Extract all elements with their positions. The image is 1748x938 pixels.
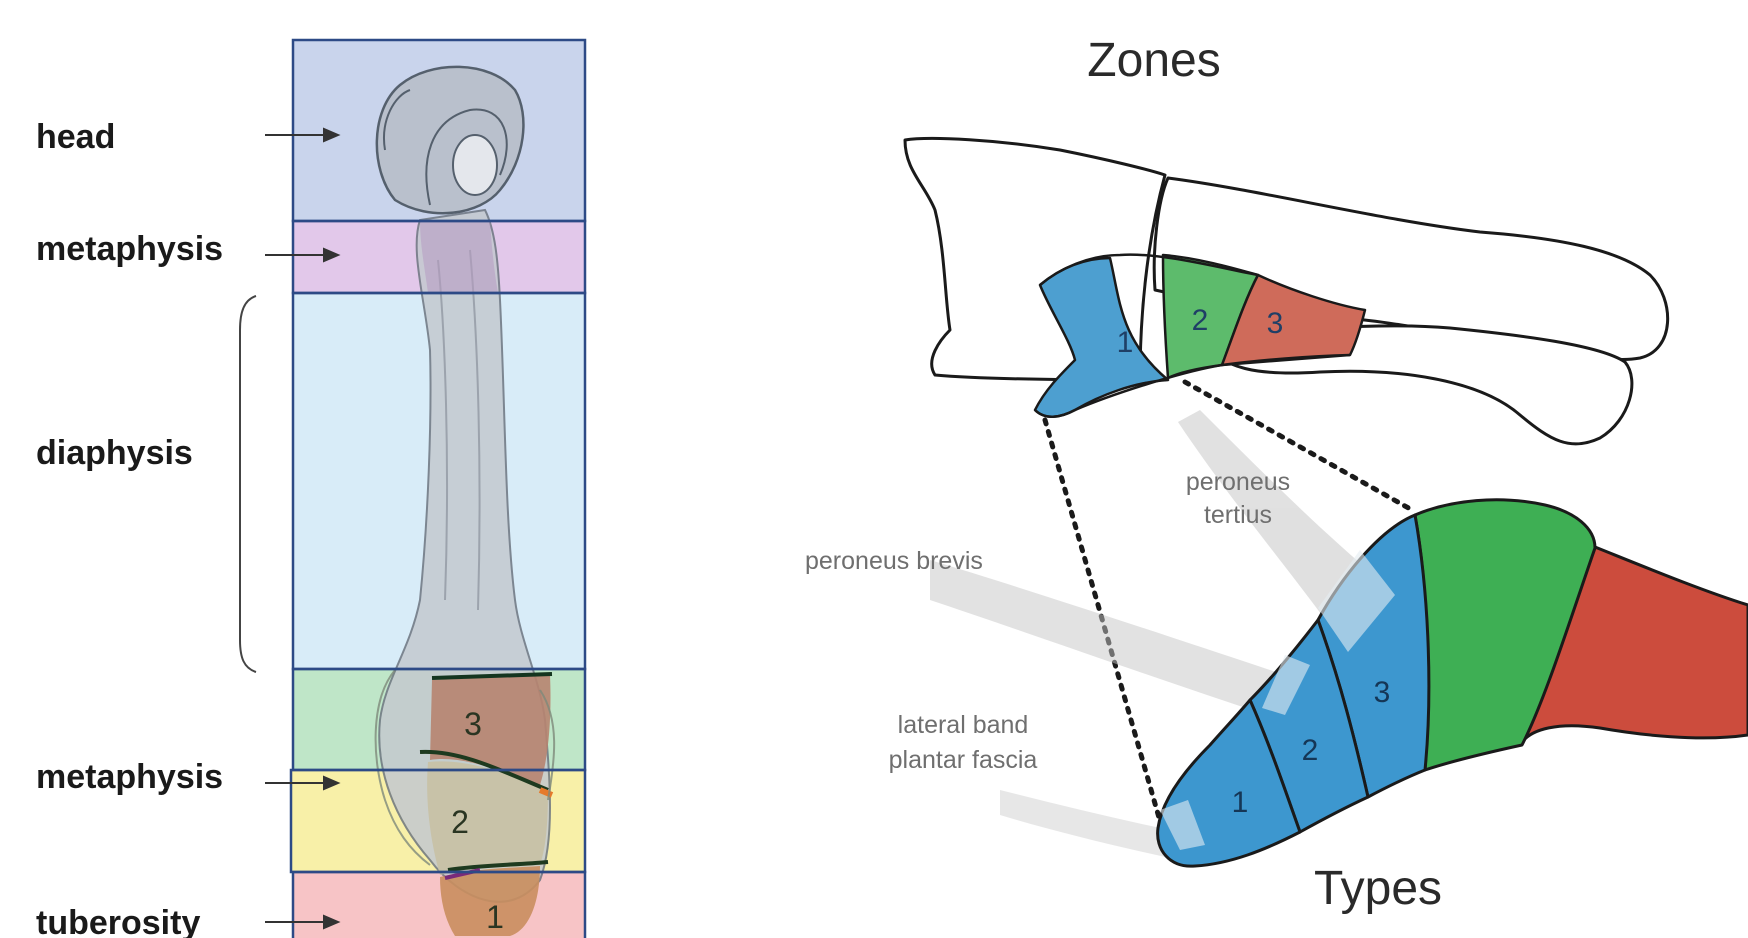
bone-anatomy-panel: 3 2 1 head metaphysis diaphysis metaphys…: [36, 40, 585, 938]
label-peroneus-tertius-line1: peroneus: [1186, 468, 1290, 496]
type-number-2: 2: [1302, 734, 1319, 767]
label-peroneus-brevis: peroneus brevis: [805, 547, 983, 575]
zone-number-3: 3: [1267, 307, 1284, 340]
label-lateral-band-line2: plantar fascia: [889, 746, 1038, 774]
label-metaphysis-proximal: metaphysis: [36, 230, 223, 268]
zone1-region: [293, 872, 585, 938]
type-number-3: 3: [1374, 676, 1391, 709]
types-title: Types: [1314, 862, 1442, 915]
bone-zone-number-3: 3: [464, 706, 482, 742]
zones-title: Zones: [1087, 34, 1220, 87]
label-tuberosity: tuberosity: [36, 904, 200, 938]
bone-zone-number-1: 1: [486, 899, 504, 935]
type-number-1: 1: [1232, 786, 1249, 819]
label-head: head: [36, 118, 115, 156]
zones-types-panel: Zones 1 2 3: [805, 34, 1748, 915]
bone-zone-number-2: 2: [451, 804, 469, 840]
zone-number-1: 1: [1117, 326, 1134, 359]
label-lateral-band-line1: lateral band: [898, 711, 1029, 739]
label-peroneus-tertius-line2: tertius: [1204, 501, 1272, 529]
diaphysis-bracket: [240, 296, 256, 672]
label-metaphysis-distal: metaphysis: [36, 758, 223, 796]
label-diaphysis: diaphysis: [36, 434, 193, 472]
zone-number-2: 2: [1192, 304, 1209, 337]
